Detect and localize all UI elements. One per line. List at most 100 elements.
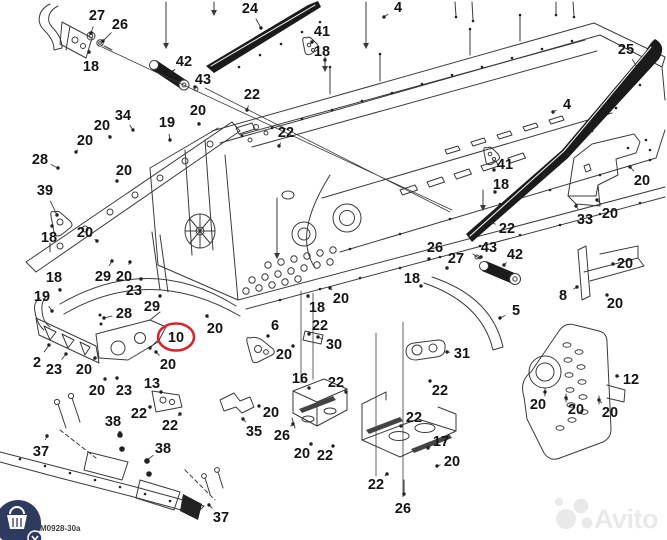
fastener-dot [605,293,609,297]
callout-label: 38 [155,441,171,457]
callout-label: 19 [159,115,175,131]
rivet-dot [648,158,652,162]
rivet-dot [398,232,402,236]
fastener-dot [64,352,68,356]
callout-label: 25 [618,42,634,58]
diagram-linework [0,1,666,520]
fastener-dot [257,404,261,408]
callout-label: 26 [274,428,290,444]
fastener-dot [419,284,423,288]
fastener-dot [399,424,403,428]
callout-label: 20 [617,256,633,272]
callout-label: 20 [190,103,206,119]
callout-label: 24 [242,1,258,17]
rivet-dot [448,217,452,221]
fastener-dot [95,239,99,243]
rivet-dot [279,42,283,46]
callout-label: 12 [623,372,639,388]
fastener-dot [307,386,311,390]
fastener-dot [611,262,615,266]
fastener-dot [426,446,430,450]
callout-label: 41 [314,24,330,40]
highlighted-callout-label: 10 [168,330,184,346]
fastener-dot [207,503,211,507]
fastener-dot [328,286,332,290]
fastener-dot [344,390,348,394]
rivet-dot [278,298,282,302]
rivet-dot [638,83,642,87]
callout-label: 20 [634,173,650,189]
rivet-dot [93,478,97,482]
callout-label: 20 [602,206,618,222]
rivet-dot [644,138,648,142]
fastener-dot [93,356,97,360]
rivet-dot [518,196,522,200]
fastener-dot [266,334,270,338]
brand-logo-badge [27,530,43,540]
callout-label: 18 [83,59,99,75]
callout-label: 20 [207,321,223,337]
callout-label: 22 [162,418,178,434]
callout-label: 38 [105,414,121,430]
callout-label: 42 [176,54,192,70]
fastener-dot [575,285,579,289]
fastener-dot [245,108,249,112]
fastener-dot [128,260,132,264]
rivet-dot [558,223,562,227]
rivet-dot [43,464,47,468]
callout-label: 22 [244,87,260,103]
rivet-dot [360,99,364,103]
fastener-dot [50,309,54,313]
fastener-dot [158,294,162,298]
callout-leader [102,32,112,42]
rivet-dot [572,15,576,19]
rivet-dot [300,117,304,121]
callout-leader [49,200,58,216]
fastener-dot [479,255,483,259]
fastener-dot [402,492,406,496]
rivet-dot [554,13,558,17]
arrow-down-icon [31,535,39,540]
callout-label: 39 [37,183,53,199]
callout-label: 20 [530,397,546,413]
rivet-dot [598,173,602,177]
callout-label: 20 [76,362,92,378]
callout-label: 23 [116,383,132,399]
avito-logo-circle [573,498,589,514]
avito-watermark: Avito [555,498,659,534]
avito-logo-circle [556,509,576,529]
fastener-dot [50,224,54,228]
callout-label: 17 [433,434,449,450]
callout-label: 34 [115,108,131,124]
callout-label: 29 [144,299,160,315]
fastener-dot [628,165,632,169]
callout-label: 6 [271,318,279,334]
fastener-dot [493,190,497,194]
callout-label: 22 [499,221,515,237]
rivet-dot [330,108,334,112]
fastener-dot [47,343,51,347]
callout-label: 18 [314,44,330,60]
callout-label: 35 [246,424,262,440]
fastener-dot [385,472,389,476]
rivet-dot [570,39,574,43]
rivet-dots [18,13,652,503]
rivet-dot [68,471,72,475]
callout-label: 18 [46,270,62,286]
fastener-dot [309,442,313,446]
fastener-dot [58,288,62,292]
highlight-leader [149,339,159,349]
rivet-dot [450,73,454,77]
callout-label: 18 [309,300,325,316]
callout-label: 43 [481,240,497,256]
rivet-dot [378,52,382,56]
fastener-dot [89,31,93,35]
callout-label: 33 [577,212,593,228]
fastener-dot [331,444,335,448]
rivet-dot [18,457,22,461]
fastener-dot [492,168,496,172]
rivet-dot [598,212,602,216]
fastener-dot [310,40,314,44]
rivet-dot [300,30,304,34]
